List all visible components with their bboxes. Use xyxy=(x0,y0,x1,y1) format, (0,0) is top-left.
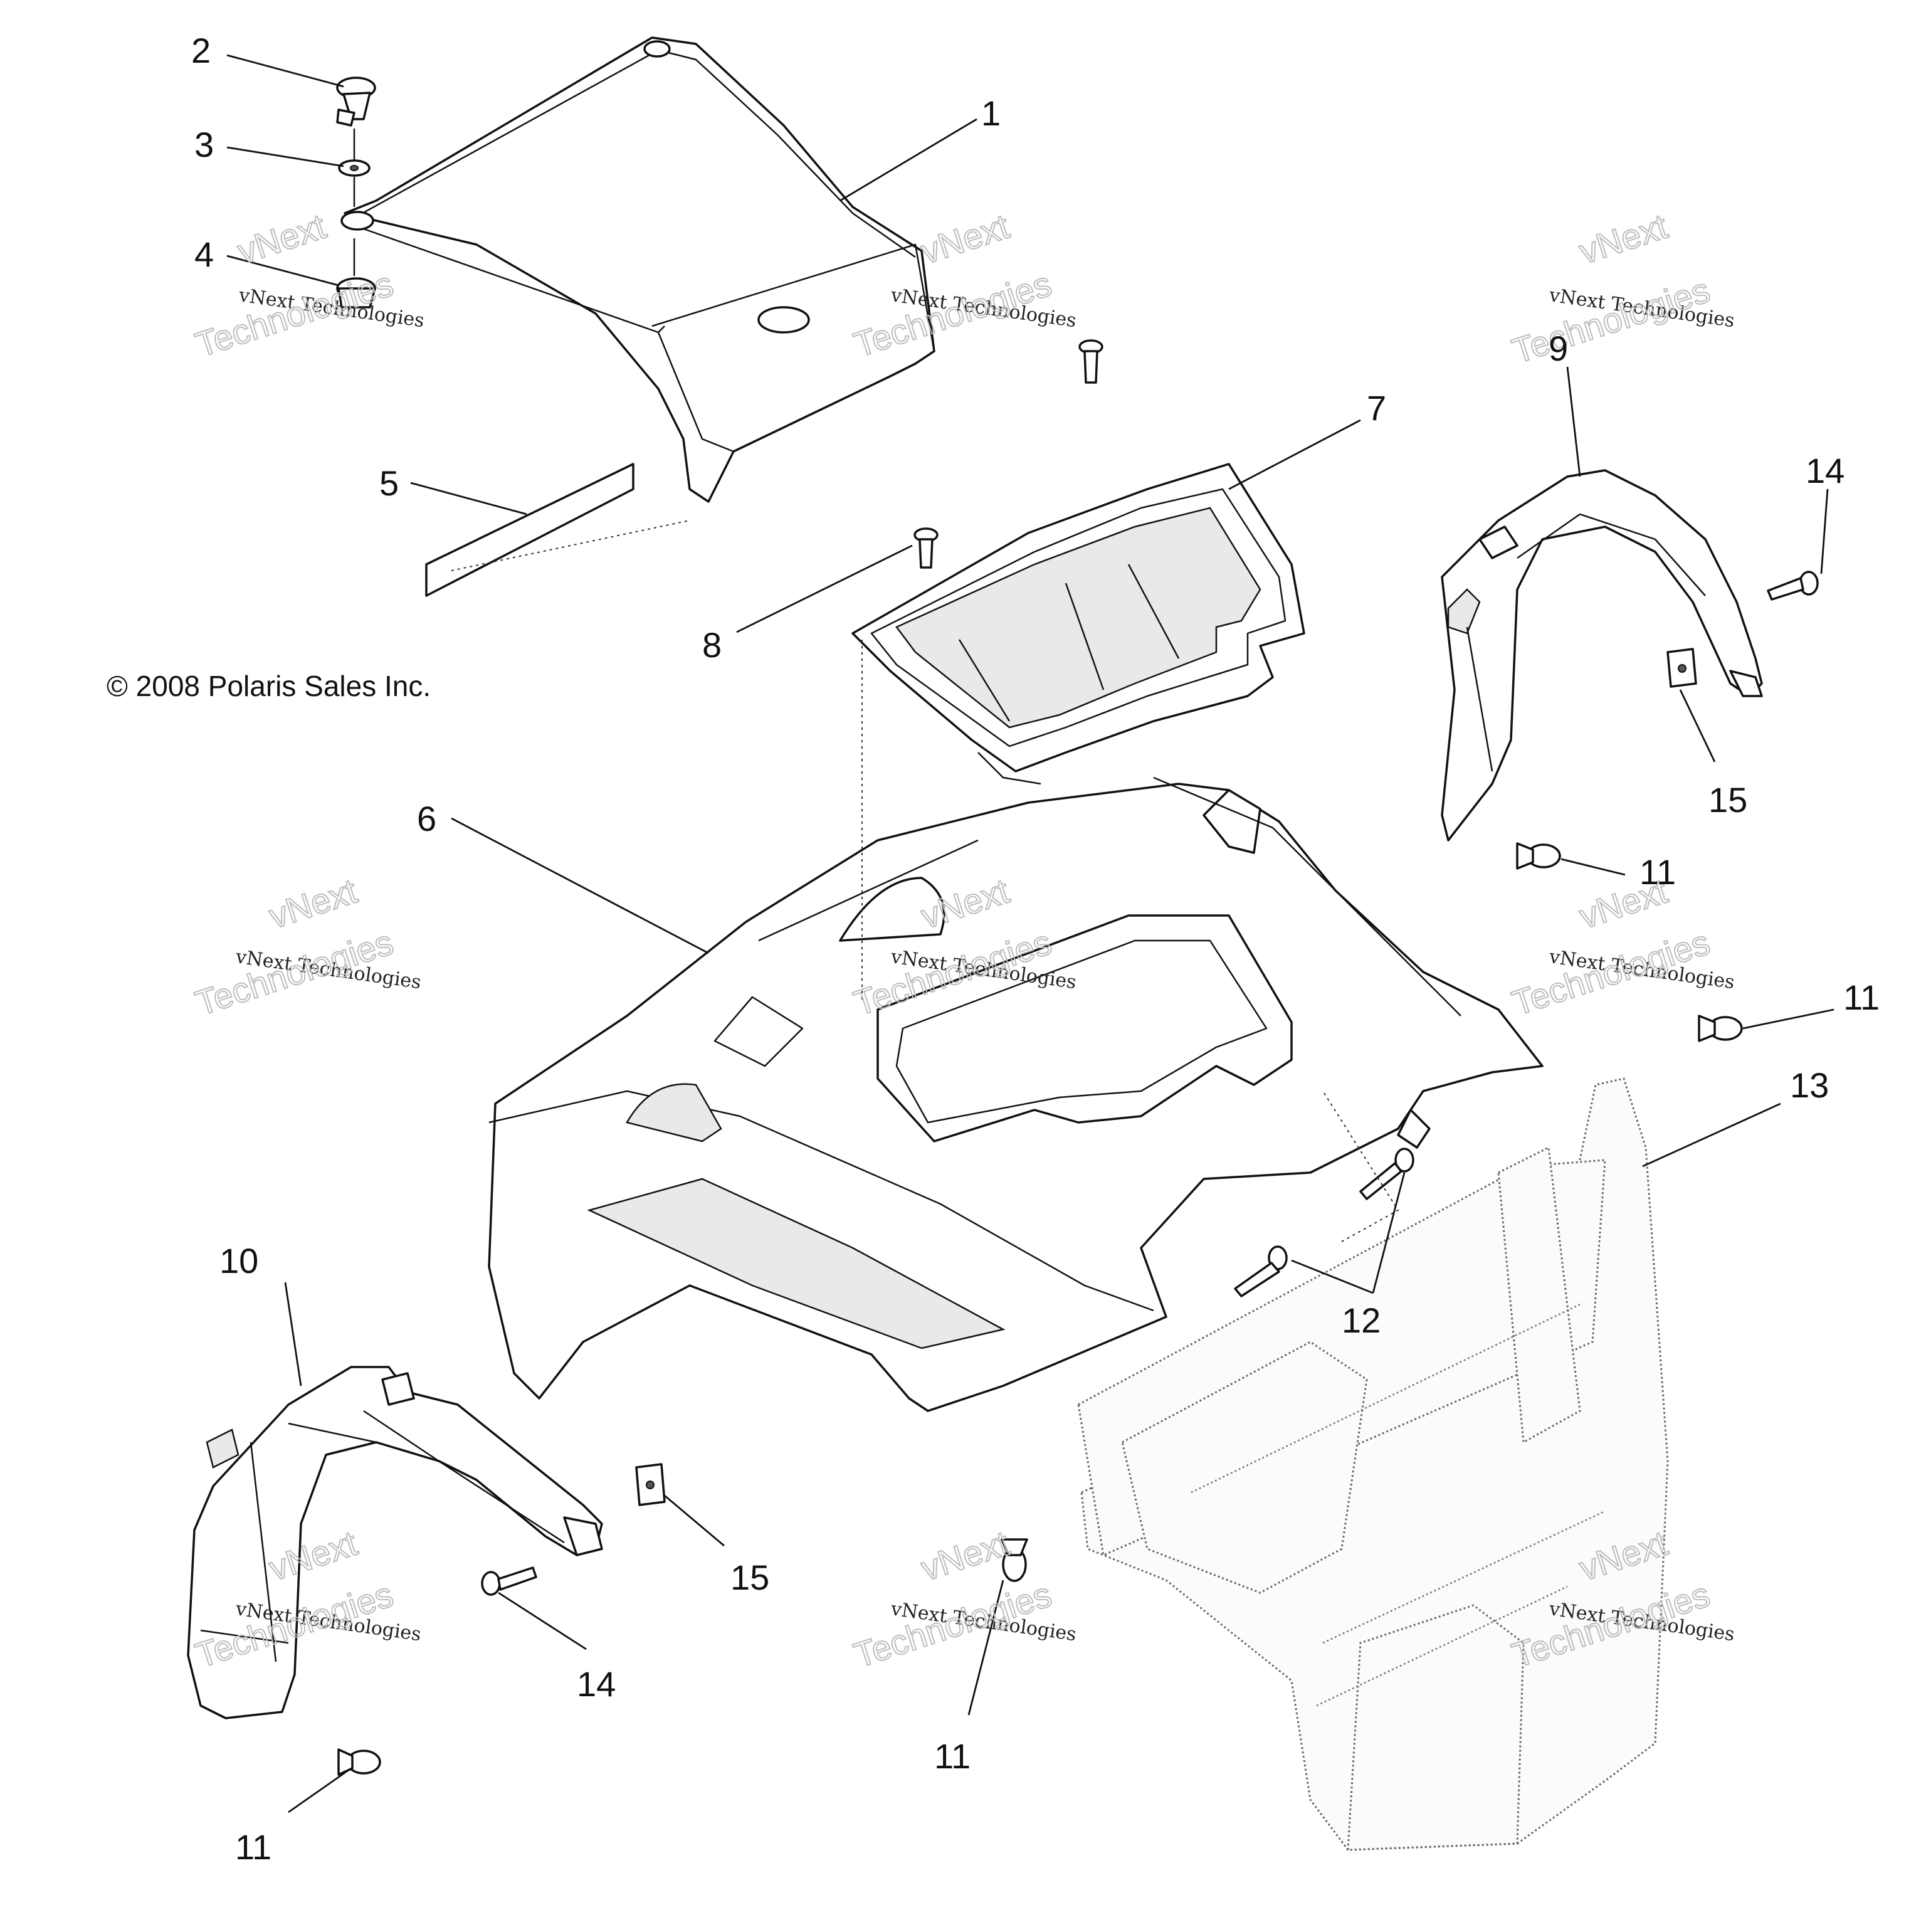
callout-8: 8 xyxy=(702,625,722,665)
callout-7: 7 xyxy=(1367,388,1386,428)
screw-8-parts xyxy=(913,339,1103,569)
push-rivet-3 xyxy=(1001,1538,1028,1582)
watermark-top-center: vNext xyxy=(915,206,1014,272)
rear-rack-part xyxy=(1077,1077,1669,1851)
callout-15-right: 15 xyxy=(1708,780,1747,820)
watermark-top-right: vNext xyxy=(1574,206,1673,272)
watermark-mid-left: vNext xyxy=(263,870,362,937)
callout-15-left: 15 xyxy=(730,1558,769,1597)
callout-14-right: 14 xyxy=(1806,451,1844,490)
callout-13: 13 xyxy=(1790,1065,1829,1105)
decal-part xyxy=(425,463,690,597)
watermark-line1: vNext xyxy=(233,206,330,272)
callout-2: 2 xyxy=(191,31,211,70)
callout-11-a: 11 xyxy=(1639,852,1676,892)
watermark-line1: vNext xyxy=(1574,206,1672,272)
watermark-top-left: vNext xyxy=(232,206,331,272)
callout-labels: 2 3 4 5 1 6 7 8 9 14 15 11 11 13 12 10 1… xyxy=(191,31,1880,1867)
rear-cab-body-part xyxy=(488,776,1544,1412)
callout-14-left: 14 xyxy=(577,1664,616,1704)
watermark-bottom-center: vNext xyxy=(915,1523,1014,1589)
watermark-line1: vNext xyxy=(916,206,1014,272)
screw-12-parts xyxy=(1234,1090,1414,1297)
callout-9: 9 xyxy=(1549,329,1568,368)
left-rear-fender-part xyxy=(187,1366,603,1719)
callout-11-b: 11 xyxy=(1843,978,1880,1017)
callout-12: 12 xyxy=(1342,1301,1381,1340)
push-rivet-1 xyxy=(1516,842,1561,870)
callout-11-d: 11 xyxy=(235,1827,271,1867)
watermark-line1: vNext xyxy=(916,1523,1014,1588)
clip-nut-parts xyxy=(635,648,1697,1506)
callout-10: 10 xyxy=(219,1241,258,1280)
callout-11-c: 11 xyxy=(934,1736,971,1776)
push-rivet-parts xyxy=(337,842,1743,1776)
leader-lines xyxy=(226,54,1834,1813)
callout-1: 1 xyxy=(981,93,1001,133)
callout-3: 3 xyxy=(194,125,214,164)
push-rivet-2 xyxy=(1698,1015,1743,1042)
rear-rack-cover-part xyxy=(340,36,935,503)
screw-14-parts xyxy=(481,571,1819,1596)
copyright-text: © 2008 Polaris Sales Inc. xyxy=(107,670,431,702)
storage-box-part xyxy=(851,463,1305,785)
callout-5: 5 xyxy=(379,463,399,503)
callout-4: 4 xyxy=(194,235,214,274)
push-rivet-4 xyxy=(337,1748,381,1776)
callout-6: 6 xyxy=(417,799,436,838)
right-rear-fender-part xyxy=(1441,469,1763,842)
watermark-line1: vNext xyxy=(264,871,362,936)
fastener-stack xyxy=(336,77,376,309)
